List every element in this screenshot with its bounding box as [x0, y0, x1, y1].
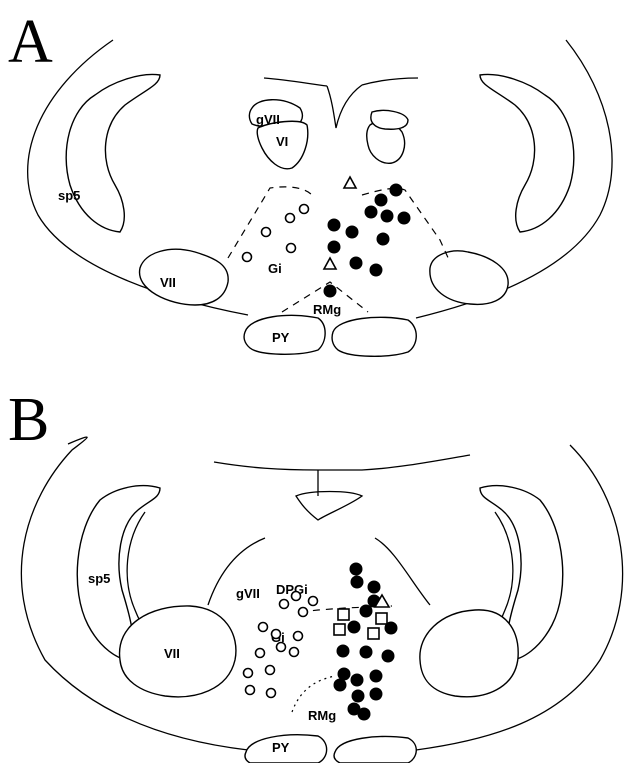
- open-circle-marker: [244, 669, 253, 678]
- panel-b-letter: B: [8, 386, 49, 454]
- open-square-marker: [338, 609, 349, 620]
- open-triangle-marker: [324, 258, 336, 269]
- panel-a-sp5-right: [480, 74, 574, 232]
- panel-a-filled-circle-markers: [324, 184, 410, 297]
- open-circle-marker: [290, 648, 299, 657]
- panel-a-label-Gi: Gi: [268, 261, 282, 276]
- panel-a-gi-boundary-left: [228, 187, 312, 258]
- panel-a-VII-left: [140, 249, 229, 305]
- filled-circle-marker: [328, 219, 340, 231]
- panel-b-PY-right: [334, 737, 416, 763]
- open-circle-marker: [286, 214, 295, 223]
- open-square-marker: [368, 628, 379, 639]
- open-circle-marker: [292, 592, 301, 601]
- filled-circle-marker: [368, 581, 380, 593]
- open-circle-marker: [266, 666, 275, 675]
- panel-b-open-circle-markers: [244, 592, 318, 698]
- panel-a-label-VII: VII: [160, 275, 176, 290]
- panel-b: B sp5 gVII DPGi Gi VII RMg PY: [8, 386, 623, 763]
- open-circle-marker: [277, 643, 286, 652]
- filled-circle-marker: [370, 264, 382, 276]
- panel-b-rmg-boundary: [292, 676, 335, 712]
- panel-b-label-RMg: RMg: [308, 708, 336, 723]
- filled-circle-marker: [381, 210, 393, 222]
- open-circle-marker: [300, 205, 309, 214]
- filled-circle-marker: [324, 285, 336, 297]
- panel-a-label-RMg: RMg: [313, 302, 341, 317]
- filled-circle-marker: [334, 679, 346, 691]
- filled-circle-marker: [358, 708, 370, 720]
- filled-circle-marker: [360, 605, 372, 617]
- filled-circle-marker: [370, 688, 382, 700]
- filled-circle-marker: [352, 690, 364, 702]
- filled-circle-marker: [346, 226, 358, 238]
- panel-b-label-PY: PY: [272, 740, 290, 755]
- panel-a-VII-right: [430, 251, 508, 304]
- filled-circle-marker: [337, 645, 349, 657]
- open-circle-marker: [243, 253, 252, 262]
- panel-a-label-VI: VI: [276, 134, 288, 149]
- open-circle-marker: [299, 608, 308, 617]
- open-circle-marker: [262, 228, 271, 237]
- open-square-marker: [376, 613, 387, 624]
- filled-circle-marker: [348, 621, 360, 633]
- open-circle-marker: [256, 649, 265, 658]
- open-circle-marker: [272, 630, 281, 639]
- panel-a-label-gVII: gVII: [256, 112, 280, 127]
- open-circle-marker: [287, 244, 296, 253]
- open-circle-marker: [259, 623, 268, 632]
- panel-a-label-PY: PY: [272, 330, 290, 345]
- filled-circle-marker: [365, 206, 377, 218]
- open-circle-marker: [280, 600, 289, 609]
- panel-a-open-circle-markers: [243, 205, 309, 262]
- panel-a-label-sp5: sp5: [58, 188, 80, 203]
- panel-a: A sp5 gVII VI VII Gi RMg PY: [8, 8, 612, 356]
- filled-circle-marker: [377, 233, 389, 245]
- filled-circle-marker: [375, 194, 387, 206]
- filled-circle-marker: [328, 241, 340, 253]
- filled-circle-marker: [350, 563, 362, 575]
- filled-circle-marker: [351, 674, 363, 686]
- open-circle-marker: [294, 632, 303, 641]
- panel-b-label-VII: VII: [164, 646, 180, 661]
- filled-circle-marker: [351, 576, 363, 588]
- open-circle-marker: [267, 689, 276, 698]
- open-square-marker: [334, 624, 345, 635]
- open-circle-marker: [246, 686, 255, 695]
- panel-b-filled-circle-markers: [334, 563, 397, 720]
- filled-circle-marker: [382, 650, 394, 662]
- filled-circle-marker: [398, 212, 410, 224]
- panel-a-gVII-right: [371, 110, 408, 129]
- open-circle-marker: [309, 597, 318, 606]
- panel-b-VII-right: [420, 610, 518, 697]
- panel-b-label-gVII: gVII: [236, 586, 260, 601]
- panel-b-label-sp5: sp5: [88, 571, 110, 586]
- filled-circle-marker: [370, 670, 382, 682]
- open-triangle-marker: [344, 177, 356, 188]
- panel-a-brainstem-outline: [28, 40, 612, 318]
- filled-circle-marker: [338, 668, 350, 680]
- filled-circle-marker: [350, 257, 362, 269]
- filled-circle-marker: [390, 184, 402, 196]
- panel-b-gVII-tract-right: [375, 538, 430, 605]
- panel-a-PY-right: [332, 317, 416, 356]
- panel-a-sp5-left: [66, 74, 160, 232]
- filled-circle-marker: [360, 646, 372, 658]
- panel-a-letter: A: [8, 8, 53, 76]
